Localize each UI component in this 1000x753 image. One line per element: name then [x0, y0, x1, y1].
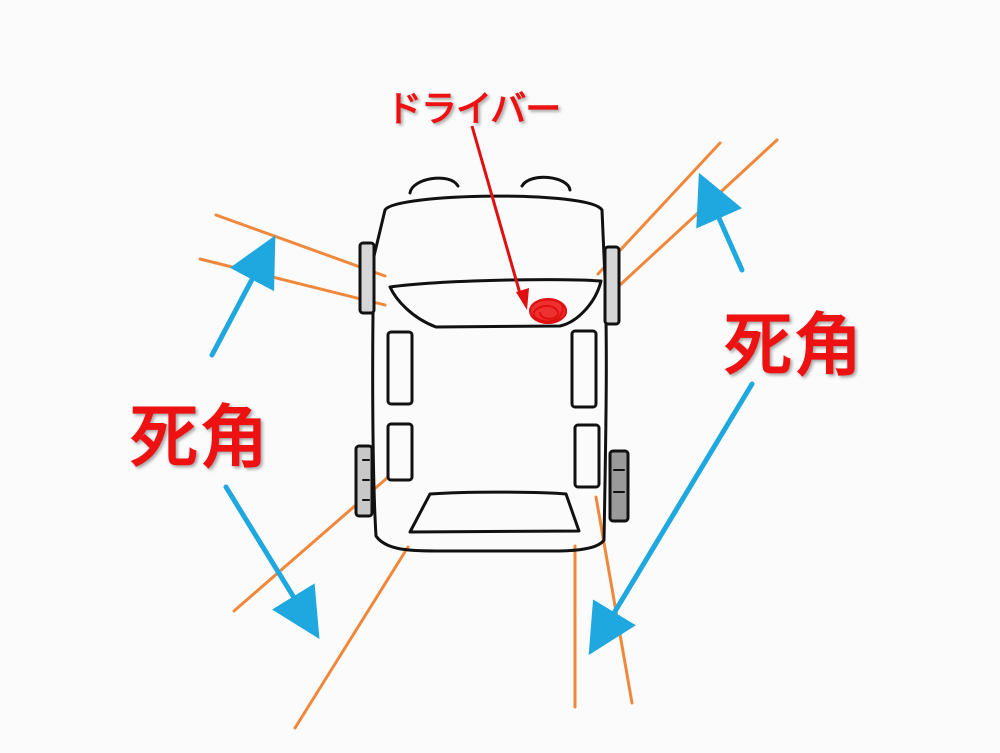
driver-label: ドライバー — [386, 89, 561, 130]
blind-spot-label-left: 死角 — [130, 399, 271, 478]
car-window-left-rear — [386, 422, 414, 482]
car-front-bump-left — [408, 176, 460, 195]
blind-spot-arrows — [209, 172, 755, 656]
car-wheel-rear-right — [608, 449, 630, 523]
arrow-front-right — [696, 172, 745, 273]
blind-spot-label-right: 死角 — [724, 307, 865, 386]
car-rear-window — [408, 490, 581, 534]
car-windshield — [388, 278, 603, 329]
car-top-view — [354, 175, 630, 553]
driver-pointer-arrow — [470, 125, 529, 310]
car-wheel-front-right — [603, 245, 621, 326]
car-window-left-front — [386, 330, 414, 406]
sight-line-rear-left-back — [293, 545, 410, 730]
car-window-right-rear — [573, 423, 601, 489]
car-wheel-front-left — [358, 241, 376, 315]
car-window-right-front — [570, 329, 598, 409]
sight-line-front-left-upper — [214, 213, 387, 278]
sight-line-front-right-outer — [605, 138, 779, 299]
car-front-bump-right — [520, 175, 572, 192]
arrow-rear-left — [223, 484, 320, 640]
arrow-rear-right — [588, 381, 755, 656]
sight-line-rear-right-side — [594, 495, 634, 705]
sight-lines — [198, 138, 779, 730]
driver-mark — [529, 298, 567, 324]
arrow-front-left — [209, 235, 276, 358]
